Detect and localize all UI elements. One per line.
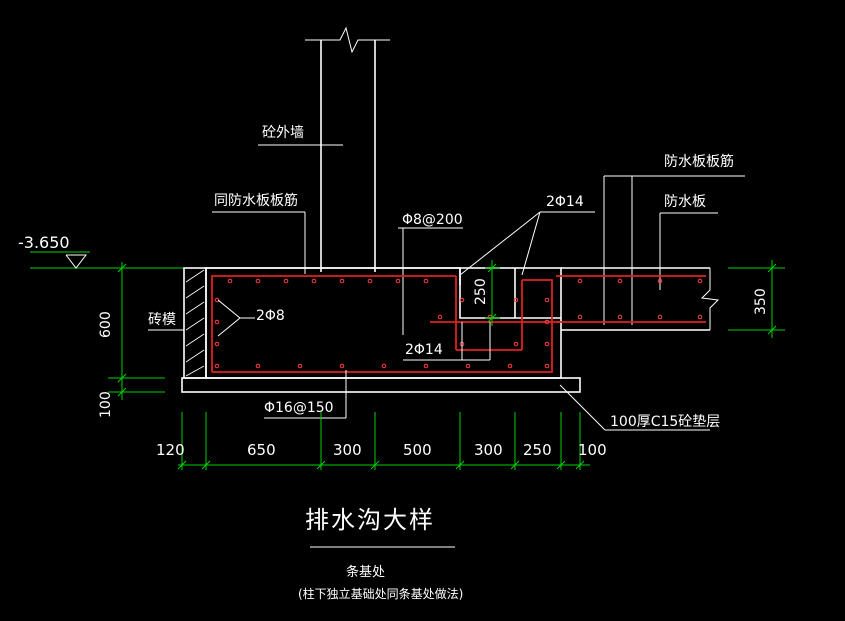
elevation-marker: -3.650: [18, 233, 185, 269]
dimension-left: 600 100: [98, 262, 165, 418]
dim-bottom-1: 650: [247, 441, 276, 459]
same-waterproof-rebar-label: 同防水板板筋: [214, 192, 298, 209]
dim-100-left-label: 100: [98, 391, 114, 418]
top-rebar-label: Φ8@200: [402, 212, 463, 228]
elevation-label: -3.650: [18, 233, 70, 252]
rebar-2phi14-bottom-label: 2Φ14: [405, 342, 443, 358]
dim-600-label: 600: [98, 311, 114, 338]
rebar-lines: [211, 275, 706, 373]
dim-bottom-5: 250: [523, 441, 552, 459]
drawing-subtitle: 条基处: [346, 564, 385, 580]
drawing-note: (柱下独立基础处同条基处做法): [298, 586, 463, 601]
dim-350-label: 350: [753, 288, 769, 315]
dim-bottom-6: 100: [578, 441, 607, 459]
dimension-350: 350: [728, 260, 785, 338]
waterproof-slab-label: 防水板: [664, 194, 706, 210]
drawing-title: 排水沟大样: [305, 506, 435, 534]
trench-structure: [181, 267, 720, 393]
dimension-bottom: 120 650 300 500 300 250 100: [156, 412, 607, 470]
rebar-2phi8-label: 2Φ8: [256, 308, 285, 324]
brick-mold-label: 砖模: [148, 312, 176, 328]
dim-250-label: 250: [473, 278, 489, 305]
dimension-250: 250: [473, 260, 500, 326]
dim-bottom-0: 120: [156, 441, 185, 459]
concrete-wall: [305, 26, 390, 272]
rebar-2phi14-top-label: 2Φ14: [546, 194, 584, 210]
rebar-dots: [214, 278, 703, 369]
waterproof-rebar-label: 防水板板筋: [664, 153, 734, 170]
bottom-rebar-label: Φ16@150: [264, 400, 334, 416]
dim-bottom-2: 300: [333, 441, 362, 459]
concrete-wall-label: 砼外墙: [262, 125, 304, 141]
dim-bottom-3: 500: [403, 441, 432, 459]
cushion-label: 100厚C15砼垫层: [610, 414, 720, 430]
brick-mold-hatch: [185, 269, 205, 377]
dim-bottom-4: 300: [474, 441, 503, 459]
